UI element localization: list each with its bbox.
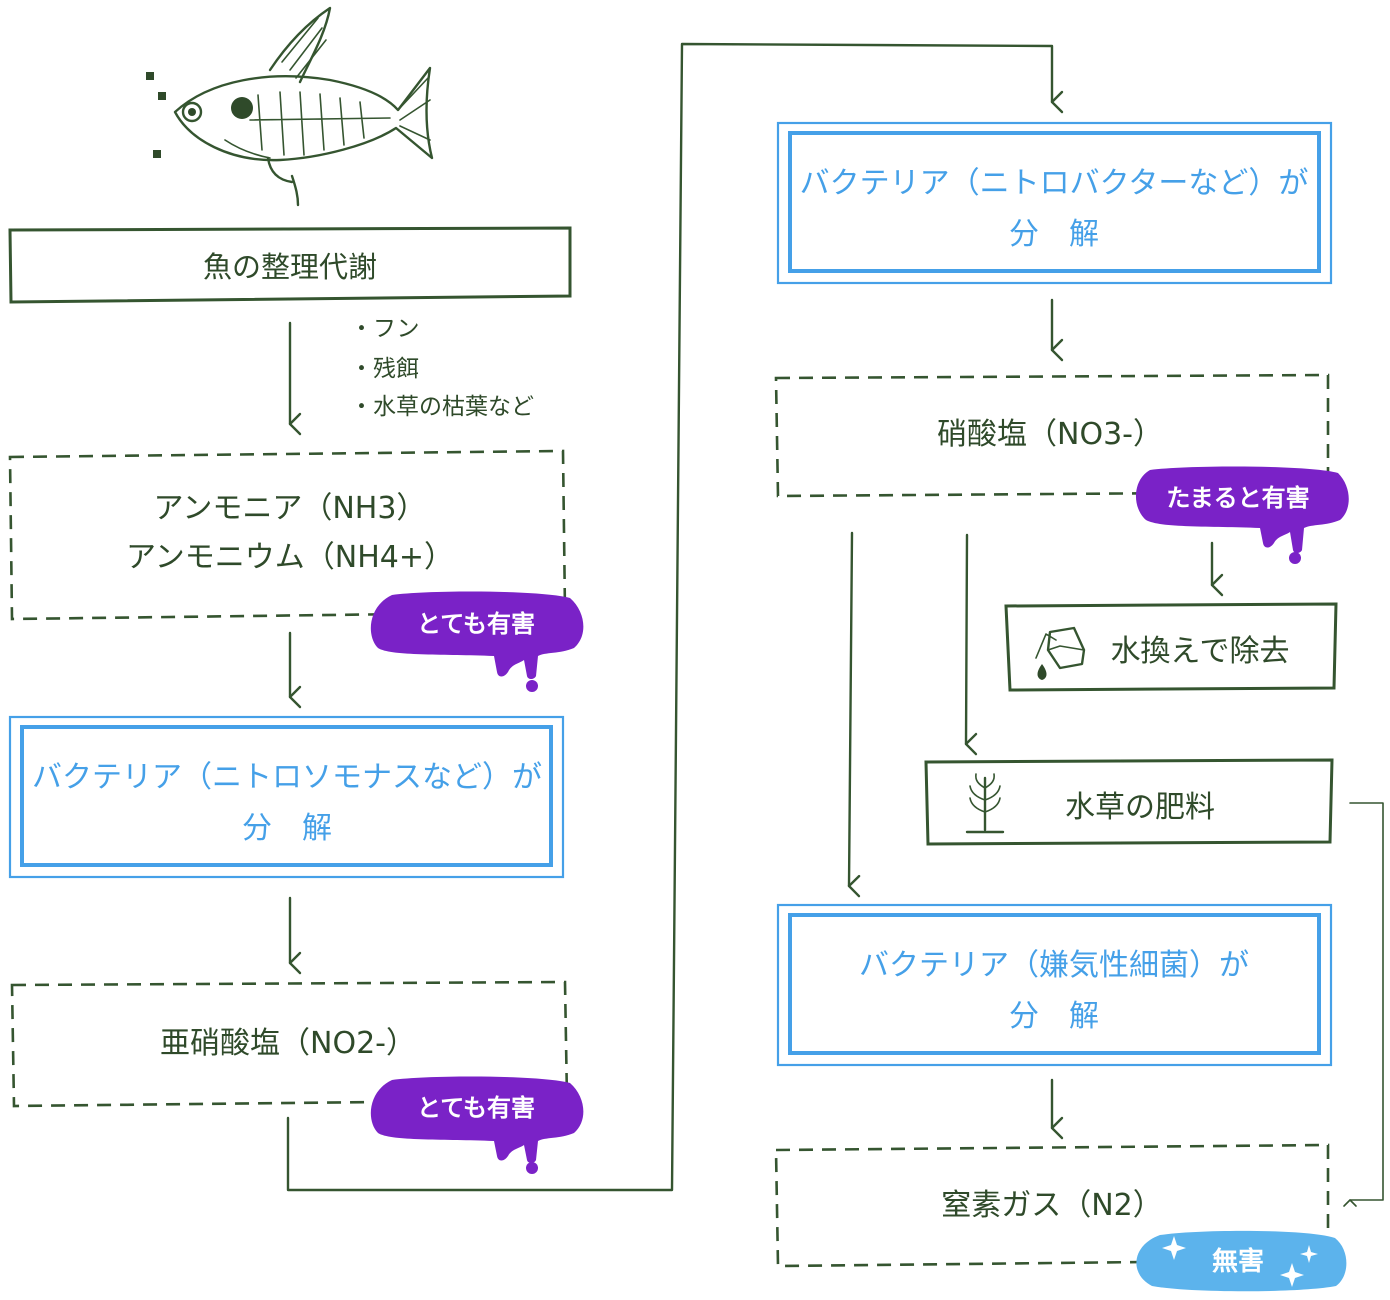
nitrite-harmful-badge: とても有害 <box>370 1076 584 1174</box>
sparkle-icon <box>1300 1245 1318 1263</box>
arrow-plant-to-nitrogen <box>1343 802 1384 1207</box>
source-item-dead-leaves: ・水草の枯葉など <box>350 394 534 420</box>
sparkle-icon <box>1162 1236 1186 1260</box>
metabolism-label: 魚の整理代謝 <box>203 250 377 284</box>
bacteria-anaerobic-action: 分 解 <box>1009 999 1099 1034</box>
bacteria-anaerobic-label: バクテリア（嫌気性細菌）が <box>859 948 1249 983</box>
nitrate-label: 硝酸塩（NO3-） <box>937 417 1163 452</box>
sparkle-icon <box>1280 1263 1304 1287</box>
nitrogen-badge-label: 無害 <box>1212 1246 1264 1277</box>
source-item-leftover-food: ・残餌 <box>350 356 419 382</box>
bacteria-nitrobacter-action: 分 解 <box>1009 217 1099 252</box>
nitrite-badge-label: とても有害 <box>417 1094 535 1122</box>
water-change-label: 水換えで除去 <box>1110 634 1289 669</box>
source-item-feces: ・フン <box>350 316 419 342</box>
nitrate-harmful-badge: たまると有害 <box>1135 466 1349 564</box>
bacteria-nitrosomonas-label: バクテリア（ニトロソモナスなど）が <box>32 760 542 795</box>
fish-illustration <box>146 6 434 207</box>
bacteria-nitrosomonas-box: バクテリア（ニトロソモナスなど）が 分 解 <box>8 715 565 879</box>
ammonia-box: アンモニア（NH3） アンモニウム（NH4+） <box>8 449 567 621</box>
waste-sources-list: ・フン ・残餌 ・水草の枯葉など <box>350 316 534 420</box>
nitrate-badge-label: たまると有害 <box>1166 484 1309 512</box>
arrow-nitrate-to-plant <box>964 533 978 756</box>
nitrogen-harmless-badge: 無害 <box>1136 1230 1347 1292</box>
nitrogen-gas-box: 窒素ガス（N2） <box>774 1143 1330 1268</box>
plant-fertilizer-box: 水草の肥料 <box>924 758 1334 846</box>
metabolism-box: 魚の整理代謝 <box>8 226 572 304</box>
ammonia-label: アンモニア（NH3） <box>154 491 427 526</box>
water-change-box: 水換えで除去 <box>1004 602 1338 692</box>
bacteria-anaerobic-box: バクテリア（嫌気性細菌）が 分 解 <box>776 903 1333 1067</box>
nitrite-label: 亜硝酸塩（NO2-） <box>160 1026 416 1061</box>
ammonia-badge-label: とても有害 <box>417 610 535 638</box>
ammonium-label: アンモニウム（NH4+） <box>126 540 454 575</box>
bacteria-nitrosomonas-action: 分 解 <box>242 811 332 846</box>
water-plant-icon <box>965 773 1005 834</box>
bacteria-nitrobacter-box: バクテリア（ニトロバクターなど）が 分 解 <box>776 121 1333 285</box>
bucket-icon <box>1035 626 1086 680</box>
ammonia-harmful-badge: とても有害 <box>370 591 584 692</box>
bacteria-nitrobacter-label: バクテリア（ニトロバクターなど）が <box>800 166 1309 201</box>
plant-fertilizer-label: 水草の肥料 <box>1065 790 1215 825</box>
arrow-nitrite-to-nitrobacter <box>286 42 1064 1192</box>
arrow-nitrate-to-anaerobic <box>847 531 861 898</box>
nitrogen-gas-label: 窒素ガス（N2） <box>941 1188 1163 1223</box>
